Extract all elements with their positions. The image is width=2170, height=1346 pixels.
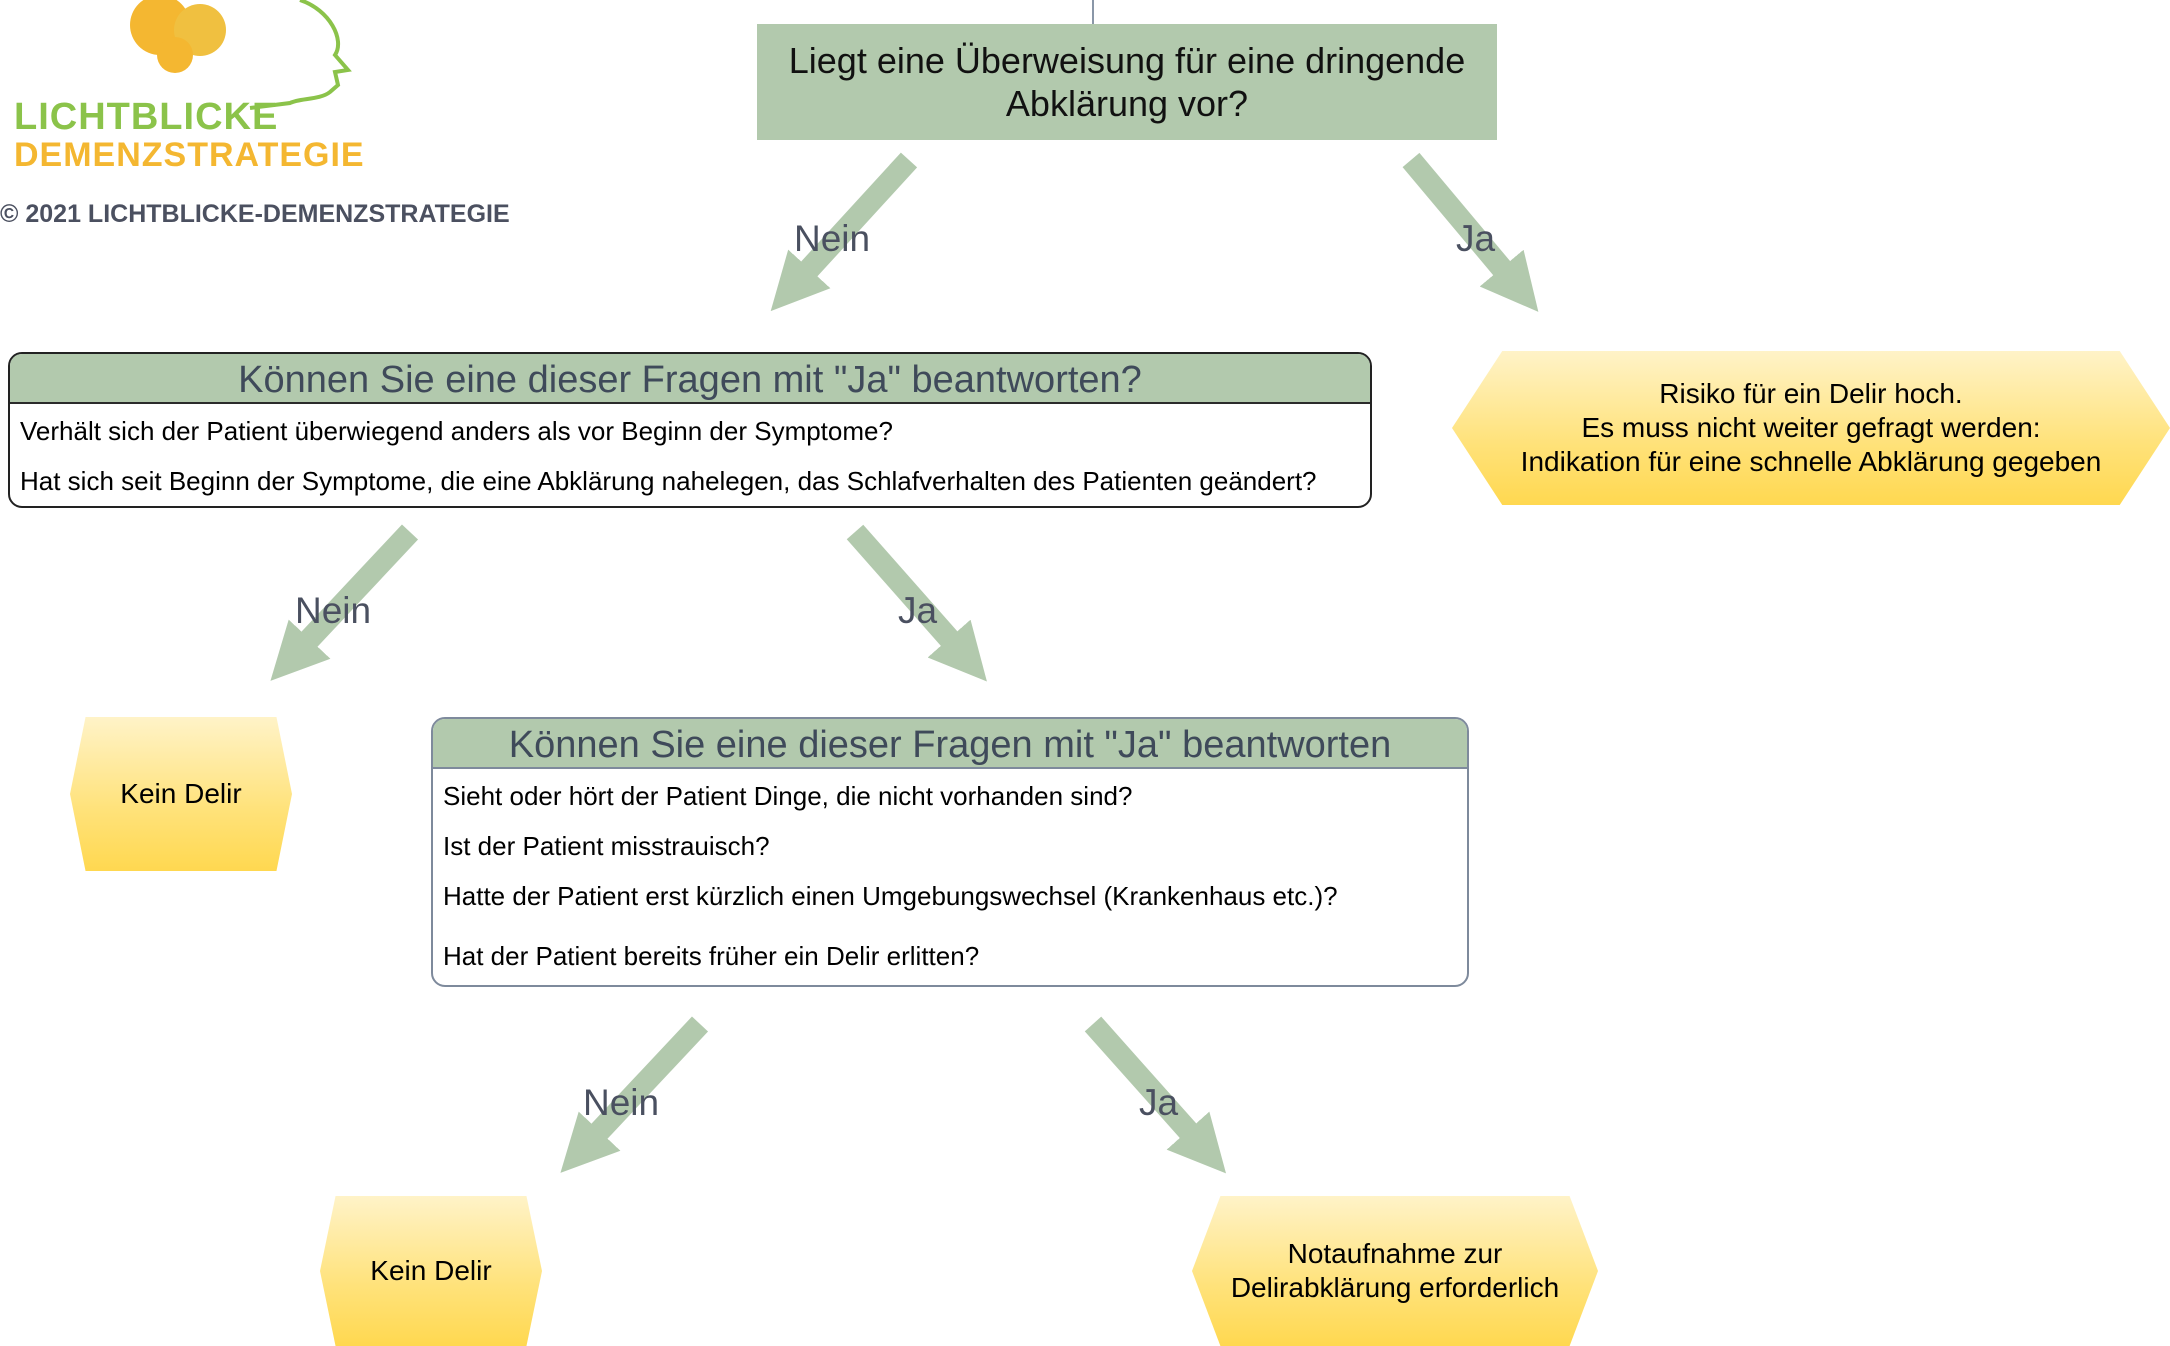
question-box-1-title: Können Sie eine dieser Fragen mit "Ja" b… bbox=[10, 354, 1370, 404]
arrow-yes-1 bbox=[1402, 152, 1539, 312]
label-yes-3: Ja bbox=[1139, 1082, 1179, 1123]
top-question: Liegt eine Überweisung für eine dringend… bbox=[757, 24, 1497, 140]
outcome-kein-delir-2-text: Kein Delir bbox=[370, 1255, 492, 1286]
arrow-yes-3 bbox=[1084, 1016, 1227, 1174]
outcome-risk-line2: Es muss nicht weiter gefragt werden: bbox=[1581, 412, 2041, 443]
label-no-3: Nein bbox=[583, 1082, 660, 1123]
question-box-1: Können Sie eine dieser Fragen mit "Ja" b… bbox=[8, 352, 1372, 508]
outcome-notaufnahme: Notaufnahme zur Delirabklärung erforderl… bbox=[1192, 1196, 1598, 1346]
outcome-kein-delir-2: Kein Delir bbox=[320, 1196, 542, 1346]
outcome-risk-high: Risiko für ein Delir hoch. Es muss nicht… bbox=[1452, 351, 2170, 505]
label-yes-2: Ja bbox=[898, 590, 938, 631]
outcome-risk-line3: Indikation für eine schnelle Abklärung g… bbox=[1520, 446, 2102, 477]
logo-head-icon bbox=[130, 0, 352, 110]
label-no-1: Nein bbox=[794, 218, 871, 259]
question-box-2-item: Hat der Patient bereits früher ein Delir… bbox=[443, 941, 980, 971]
question-box-2-item: Ist der Patient misstrauisch? bbox=[443, 831, 770, 861]
arrow-no-2 bbox=[270, 524, 419, 681]
question-box-1-item: Verhält sich der Patient überwiegend and… bbox=[20, 416, 893, 446]
logo-line1: LICHTBLICKE bbox=[14, 96, 279, 138]
top-question-text: Liegt eine Überweisung für eine dringend… bbox=[788, 40, 1466, 124]
question-box-2-item: Sieht oder hört der Patient Dinge, die n… bbox=[443, 781, 1133, 811]
question-box-2: Können Sie eine dieser Fragen mit "Ja" b… bbox=[431, 717, 1469, 987]
label-no-2: Nein bbox=[295, 590, 372, 631]
question-box-2-title: Können Sie eine dieser Fragen mit "Ja" b… bbox=[433, 719, 1467, 769]
question-box-2-item: Hatte der Patient erst kürzlich einen Um… bbox=[443, 881, 1338, 911]
outcome-notaufnahme-line2: Delirabklärung erforderlich bbox=[1230, 1272, 1560, 1303]
outcome-kein-delir-1-text: Kein Delir bbox=[120, 778, 242, 809]
logo: LICHTBLICKE DEMENZSTRATEGIE bbox=[0, 0, 364, 180]
outcome-notaufnahme-line1: Notaufnahme zur bbox=[1287, 1238, 1503, 1269]
label-yes-1: Ja bbox=[1456, 218, 1496, 259]
logo-line2: DEMENZSTRATEGIE bbox=[14, 136, 365, 174]
arrow-no-1 bbox=[770, 152, 918, 312]
arrow-yes-2 bbox=[846, 524, 987, 682]
copyright: © 2021 LICHTBLICKE-DEMENZSTRATEGIE bbox=[0, 200, 510, 228]
arrow-no-3 bbox=[560, 1016, 709, 1173]
question-box-1-item: Hat sich seit Beginn der Symptome, die e… bbox=[20, 466, 1317, 496]
outcome-risk-line1: Risiko für ein Delir hoch. bbox=[1659, 378, 1963, 409]
outcome-kein-delir-1: Kein Delir bbox=[70, 717, 292, 871]
